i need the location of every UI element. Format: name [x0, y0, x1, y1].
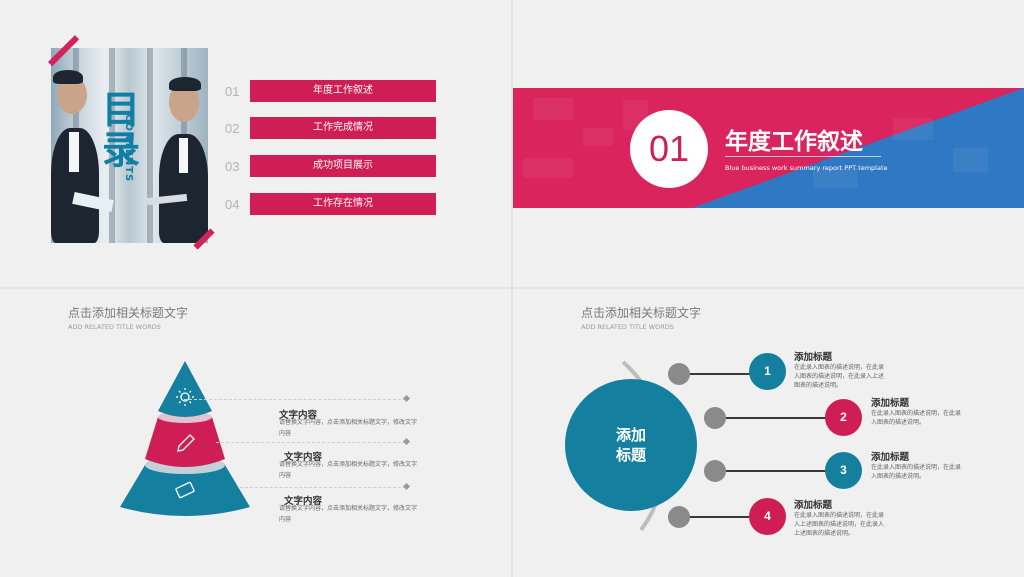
tier-heading: 文字内容 — [279, 410, 318, 421]
contents-title: 目录 — [102, 88, 141, 172]
connector-dot — [668, 363, 690, 385]
center-circle — [565, 379, 697, 511]
item-text: 在此录入图表的描述说明，在此录入图表的描述说明，在此录入上述图表的描述说明。 — [794, 364, 885, 389]
toc-item-4[interactable]: 工作存在情况 — [250, 193, 436, 215]
pyramid-tier-bottom — [120, 465, 250, 516]
section-underline — [725, 156, 881, 157]
slide-subtitle: ADD RELATED TITLE WORDS — [68, 323, 161, 331]
connector-dot — [704, 460, 726, 482]
step-badge-2: 2 — [825, 399, 862, 436]
slide-title: 点击添加相关标题文字 — [68, 306, 189, 320]
arc-diagram — [565, 360, 697, 532]
toc-item-3[interactable]: 成功项目展示 — [250, 155, 436, 177]
leader-marker — [402, 482, 411, 491]
item-heading: 添加标题 — [794, 500, 833, 511]
slide-subtitle: ADD RELATED TITLE WORDS — [581, 323, 674, 331]
leader-line — [216, 442, 406, 443]
slide-list-diagram[interactable]: 点击添加相关标题文字 ADD RELATED TITLE WORDS 添加 标题… — [513, 289, 1024, 577]
toc-number: 02 — [225, 121, 240, 136]
sun-icon — [176, 388, 194, 406]
item-text: 在此录入图表的描述说明，在此录入图表的描述说明。 — [871, 410, 962, 426]
tier-heading: 文字内容 — [284, 496, 323, 507]
slide-section-01[interactable]: 01 年度工作叙述 Blue business work summary rep… — [513, 0, 1024, 287]
toc-number: 03 — [225, 159, 240, 174]
toc-number: 04 — [225, 197, 240, 212]
item-heading: 添加标题 — [794, 352, 833, 363]
leader-line — [184, 399, 406, 400]
item-heading: 添加标题 — [871, 452, 910, 463]
slide-contents[interactable]: 目录 CONTENTS 01 年度工作叙述 02 工作完成情况 03 成功项目展… — [0, 0, 511, 287]
pyramid-tier-middle — [145, 417, 225, 467]
item-text: 在此录入图表的描述说明，在此录入图表的描述说明。 — [871, 464, 962, 480]
leader-marker — [402, 394, 411, 403]
section-banner — [513, 88, 1024, 208]
toc-item-1[interactable]: 年度工作叙述 — [250, 80, 436, 102]
step-badge-1: 1 — [749, 353, 786, 390]
slide-pyramid[interactable]: 点击添加相关标题文字 ADD RELATED TITLE WORDS — [0, 289, 511, 577]
item-heading: 添加标题 — [871, 398, 910, 409]
connector-line — [726, 470, 826, 472]
tier-text: 请替换文字内容，点击添加相关标题文字，修改文字内容 — [279, 419, 418, 437]
contents-subtitle: CONTENTS — [123, 114, 134, 183]
step-badge-4: 4 — [749, 498, 786, 535]
pen-icon — [177, 434, 195, 452]
item-text: 在此录入图表的描述说明，在此录入上述图表的描述说明，在此录入上述图表的描述说明。 — [794, 512, 885, 537]
toc-item-2[interactable]: 工作完成情况 — [250, 117, 436, 139]
pyramid-diagram — [120, 361, 250, 516]
tier-heading: 文字内容 — [284, 452, 323, 463]
section-title: 年度工作叙述 — [725, 129, 863, 155]
leader-line — [240, 487, 406, 488]
section-subtitle: Blue business work summary report PPT te… — [725, 164, 888, 172]
step-badge-3: 3 — [825, 452, 862, 489]
connector-line — [726, 417, 826, 419]
connector-dot — [668, 506, 690, 528]
tier-text: 请替换文字内容，点击添加相关标题文字，修改文字内容 — [279, 505, 418, 523]
business-photo — [51, 48, 208, 243]
card-icon — [175, 481, 195, 499]
toc-number: 01 — [225, 84, 240, 99]
tier-text: 请替换文字内容，点击添加相关标题文字，修改文字内容 — [279, 461, 418, 479]
slide-title: 点击添加相关标题文字 — [581, 306, 702, 320]
leader-marker — [402, 437, 411, 446]
connector-line — [690, 516, 750, 518]
center-label: 添加 标题 — [615, 426, 646, 464]
connector-line — [690, 373, 750, 375]
horizontal-divider — [0, 287, 1024, 289]
section-number: 01 — [630, 110, 708, 188]
connector-dot — [704, 407, 726, 429]
